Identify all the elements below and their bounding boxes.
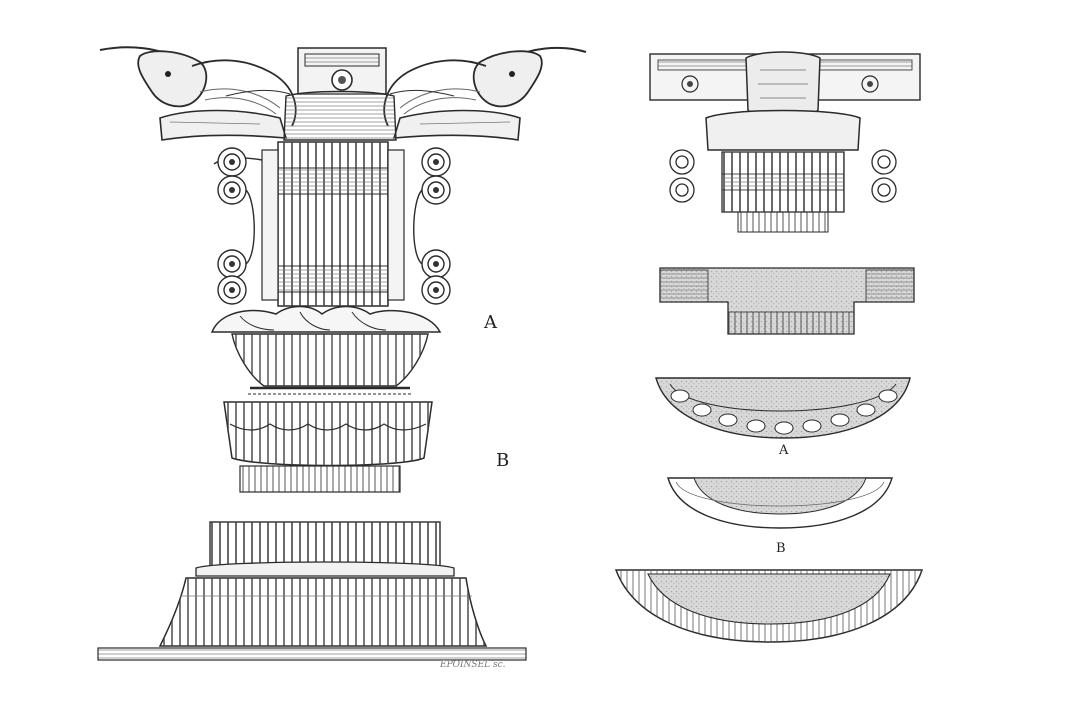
section-b-drawing	[667, 477, 893, 529]
abacus-block	[297, 47, 387, 95]
bell-capital	[210, 305, 442, 395]
capital-side-elevation	[649, 51, 921, 233]
base-section-drawing	[614, 569, 924, 643]
double-bull-capital	[99, 46, 587, 141]
label-b-section: B	[776, 541, 786, 556]
label-a-column: A	[484, 312, 497, 333]
label-a-section: A	[779, 443, 789, 458]
column-base	[97, 577, 527, 661]
volute-section	[213, 141, 451, 307]
engraver-signature: EPOINSEL sc.	[440, 660, 506, 670]
label-b-column: B	[496, 450, 510, 471]
plan-section-top	[659, 267, 915, 335]
section-a-drawing	[655, 377, 911, 439]
persian-column	[97, 46, 587, 661]
fluted-shaft	[195, 521, 455, 577]
lotus-drum	[223, 401, 433, 493]
